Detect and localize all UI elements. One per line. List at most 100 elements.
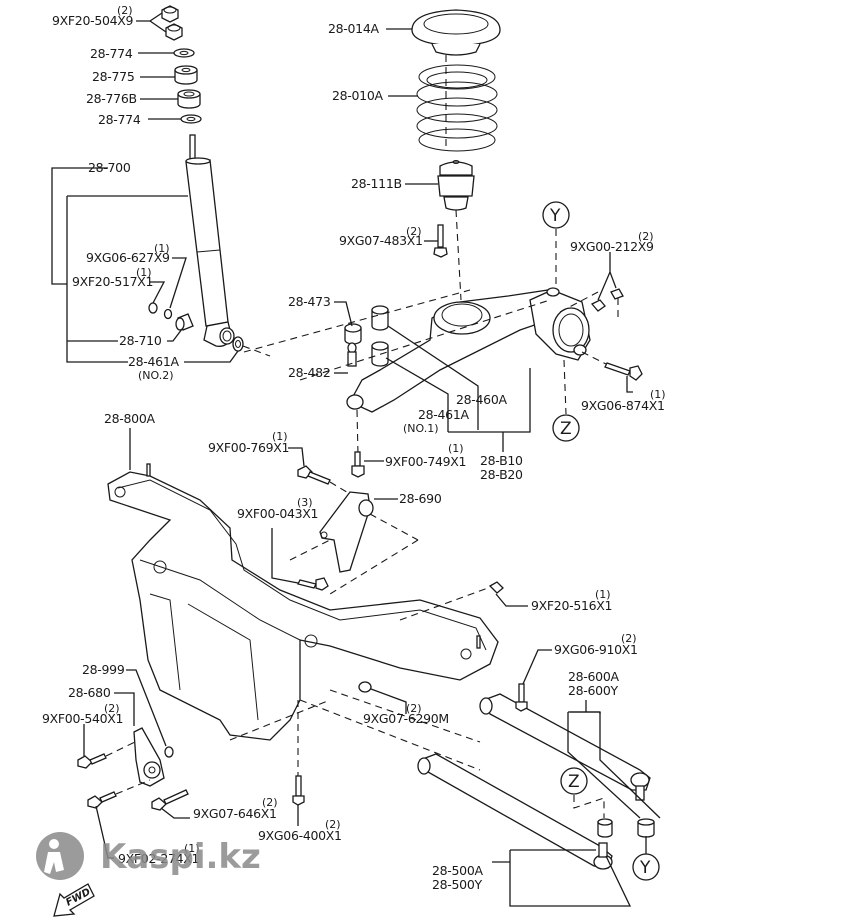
svg-text:(2): (2) xyxy=(638,230,654,243)
svg-text:(2): (2) xyxy=(621,632,637,645)
label-28-775: 28-775 xyxy=(92,69,134,84)
svg-text:(1): (1) xyxy=(650,388,666,401)
watermark: Kaspi.kz xyxy=(36,832,261,880)
subframe-shape xyxy=(107,428,499,741)
lateral-link-600-shape xyxy=(479,693,651,801)
svg-text:(1): (1) xyxy=(448,442,464,455)
fwd-arrow-icon: FWD xyxy=(53,883,95,917)
label-28-600Y: 28-600Y xyxy=(568,683,618,698)
lateral-link-500-shape xyxy=(417,753,655,870)
label-9XF20-504X9: 9XF20-504X9 xyxy=(52,13,134,28)
label-9XG07-6290M: 9XG07-6290M xyxy=(363,711,449,726)
svg-text:(NO.2): (NO.2) xyxy=(138,369,174,382)
label-9XG07-646X1: 9XG07-646X1 xyxy=(193,806,277,821)
svg-text:(2): (2) xyxy=(104,702,120,715)
label-28-774-upper: 28-774 xyxy=(90,46,133,61)
svg-text:Z: Z xyxy=(568,772,580,792)
bolt-043-shape xyxy=(271,513,419,595)
shock-hardware xyxy=(148,302,194,331)
callout-y-upper: Y xyxy=(542,201,570,285)
bushing-776b-shape xyxy=(140,89,201,109)
callout-z-upper: Z xyxy=(552,359,580,442)
watermark-text: Kaspi.kz xyxy=(100,837,261,877)
bolt-749-shape xyxy=(351,451,384,478)
svg-text:(NO.1): (NO.1) xyxy=(403,422,439,435)
svg-text:(2): (2) xyxy=(406,702,422,715)
label-28-014A: 28-014A xyxy=(328,21,379,36)
bolt-540-shape xyxy=(77,724,136,769)
label-9XG06-874X1: 9XG06-874X1 xyxy=(581,398,665,413)
label-28-111B: 28-111B xyxy=(351,176,402,191)
svg-text:Y: Y xyxy=(639,858,651,878)
label-9XF00-043X1: 9XF00-043X1 xyxy=(237,506,318,521)
shock-absorber-shape xyxy=(185,134,244,352)
label-28-700: 28-700 xyxy=(88,160,131,175)
label-9XF00-769X1: 9XF00-769X1 xyxy=(208,440,289,455)
label-28-500A: 28-500A xyxy=(432,863,483,878)
label-9XF00-749X1: 9XF00-749X1 xyxy=(385,454,466,469)
upper-arm-shape xyxy=(346,289,556,413)
label-28-461A-no2: 28-461A xyxy=(128,354,179,369)
bracket-690-shape xyxy=(319,491,398,573)
svg-text:Y: Y xyxy=(549,206,561,226)
lower-arm-leaders xyxy=(229,689,661,907)
bolt-400-shape xyxy=(292,700,305,826)
arm-leaders xyxy=(243,289,551,456)
label-28-482: 28-482 xyxy=(288,365,330,380)
label-28-776B: 28-776B xyxy=(86,91,137,106)
label-28-B20: 28-B20 xyxy=(480,467,523,482)
svg-text:(1): (1) xyxy=(184,842,200,855)
svg-text:(2): (2) xyxy=(325,818,341,831)
label-9XG07-483X1: 9XG07-483X1 xyxy=(339,233,423,248)
label-28-690: 28-690 xyxy=(399,491,442,506)
label-9XG06-910X1: 9XG06-910X1 xyxy=(554,642,638,657)
bushing-775-shape xyxy=(140,65,198,85)
shock-leaders xyxy=(51,167,271,363)
label-9XG06-400X1: 9XG06-400X1 xyxy=(258,828,342,843)
bolt-910-shape xyxy=(515,649,552,712)
svg-text:(2): (2) xyxy=(117,4,133,17)
label-28-500Y: 28-500Y xyxy=(432,877,482,892)
label-9XG06-627X9: 9XG06-627X9 xyxy=(86,250,170,265)
bolt-769-shape xyxy=(288,447,351,495)
svg-text:(2): (2) xyxy=(262,796,278,809)
label-28-461A-no1: 28-461A xyxy=(418,407,469,422)
label-9XG00-212X9: 9XG00-212X9 xyxy=(570,239,654,254)
coil-spring-shape xyxy=(388,55,498,152)
nut-516-shape xyxy=(399,581,528,621)
svg-text:(2): (2) xyxy=(406,225,422,238)
label-28-460A: 28-460A xyxy=(456,392,507,407)
label-28-800A: 28-800A xyxy=(104,411,155,426)
nut-212-shapes xyxy=(559,252,624,320)
washer-999-shape xyxy=(126,669,174,758)
washer-6290-shape xyxy=(358,681,407,714)
svg-text:(3): (3) xyxy=(297,496,313,509)
knuckle-shape xyxy=(529,287,591,361)
callout-z-lower: Z xyxy=(560,767,605,818)
label-28-473: 28-473 xyxy=(288,294,330,309)
bolt-483-shape xyxy=(424,224,448,258)
spring-seat-shape xyxy=(386,9,501,56)
labels: (2) 9XF20-504X9 28-774 28-775 28-776B 28… xyxy=(42,4,666,892)
bolt-874-shape xyxy=(581,351,643,393)
label-28-010A: 28-010A xyxy=(332,88,383,103)
svg-text:(1): (1) xyxy=(595,588,611,601)
label-9XF20-516X1: 9XF20-516X1 xyxy=(531,598,612,613)
svg-text:Z: Z xyxy=(560,419,572,439)
label-9XF00-540X1: 9XF00-540X1 xyxy=(42,711,123,726)
bushings-arm xyxy=(344,305,389,367)
washer-774-upper-shape xyxy=(138,48,195,58)
label-28-710: 28-710 xyxy=(119,333,162,348)
bracket-680-shape xyxy=(114,692,165,787)
bolt-274-shape xyxy=(87,779,151,859)
svg-text:(1): (1) xyxy=(136,266,152,279)
svg-text:(1): (1) xyxy=(272,430,288,443)
label-28-680: 28-680 xyxy=(68,685,111,700)
label-28-999: 28-999 xyxy=(82,662,125,677)
callout-y-lower: Y xyxy=(632,836,660,881)
svg-text:(1): (1) xyxy=(154,242,170,255)
bolt-646-shape xyxy=(151,789,190,819)
label-28-600A: 28-600A xyxy=(568,669,619,684)
